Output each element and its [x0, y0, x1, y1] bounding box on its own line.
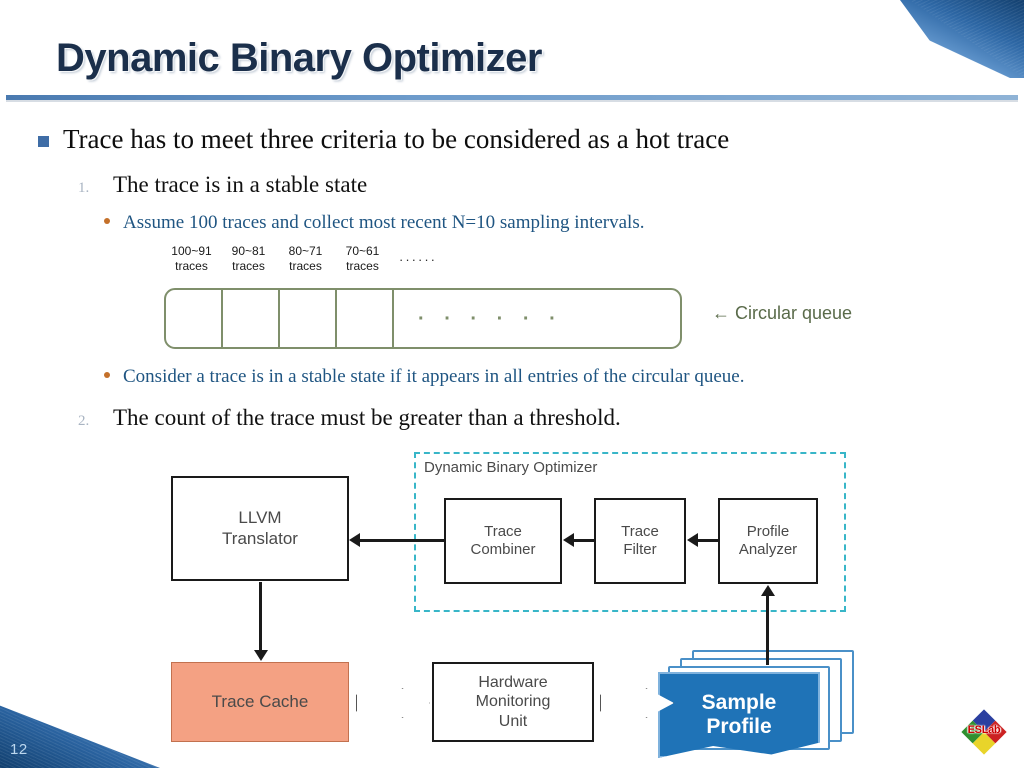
dynamic-binary-optimizer-group-label: Dynamic Binary Optimizer — [424, 459, 598, 476]
box-trace-filter-line1: Trace — [621, 523, 659, 540]
sample-profile-front: Sample Profile — [658, 672, 820, 758]
list-item-1: 1. The trace is in a stable state — [78, 172, 978, 198]
box-trace-filter: Trace Filter — [594, 498, 686, 584]
queue-label-0: 100~91 traces — [163, 244, 220, 274]
arrow-analyzer-to-filter-line — [698, 539, 720, 542]
top-right-corner-stripes — [909, 0, 1024, 78]
sub-bullet-2-label: Consider a trace is in a stable state if… — [123, 366, 745, 387]
box-trace-cache: Trace Cache — [171, 662, 349, 742]
queue-inner-ellipsis: · · · · · · — [418, 307, 563, 330]
box-llvm-translator: LLVM Translator — [171, 476, 349, 581]
arrow-analyzer-to-filter-head — [687, 533, 698, 547]
arrow-filter-to-combiner-line — [574, 539, 596, 542]
title-divider — [6, 95, 1018, 102]
sub-bullet-1: Assume 100 traces and collect most recen… — [104, 212, 1004, 234]
sample-profile-line2: Profile — [706, 715, 772, 738]
box-trace-cache-label: Trace Cache — [211, 692, 309, 711]
queue-remaining-region: · · · · · · — [394, 290, 680, 347]
bullet-main-label: Trace has to meet three criteria to be c… — [63, 124, 730, 154]
arrow-combiner-to-llvm-line — [360, 539, 446, 542]
sub-bullet-1-label: Assume 100 traces and collect most recen… — [123, 212, 645, 233]
page-number: 12 — [10, 741, 28, 758]
block-arrow-cache-to-hmu — [356, 688, 430, 718]
queue-cell-3 — [337, 290, 394, 347]
arrow-filter-to-combiner-head — [563, 533, 574, 547]
architecture-diagram: Dynamic Binary Optimizer LLVM Translator… — [0, 440, 1024, 768]
page-title: Dynamic Binary Optimizer — [56, 36, 542, 80]
list-item-1-number: 1. — [78, 180, 90, 196]
eslab-diamond-icon — [961, 709, 1007, 755]
box-sample-profile: Sample Profile — [656, 650, 856, 758]
arrow-sample-to-analyzer-head — [761, 585, 775, 596]
box-hmu-line3: Unit — [498, 712, 528, 730]
box-hmu-line2: Monitoring — [475, 693, 551, 711]
box-profile-analyzer-line1: Profile — [746, 523, 790, 540]
box-profile-analyzer: Profile Analyzer — [718, 498, 818, 584]
square-bullet-icon — [38, 136, 49, 147]
box-trace-combiner-line1: Trace — [484, 523, 522, 540]
queue-label-3: 70~61 traces — [334, 244, 391, 274]
arrow-llvm-to-cache-line — [259, 582, 262, 650]
queue-label-2: 80~71 traces — [277, 244, 334, 274]
queue-label-1: 90~81 traces — [220, 244, 277, 274]
dynamic-binary-optimizer-group — [414, 452, 846, 612]
eslab-logo-label: ESLab — [967, 724, 1001, 736]
sample-profile-line1: Sample — [701, 690, 777, 714]
sub-bullet-2: Consider a trace is in a stable state if… — [104, 366, 1004, 388]
box-trace-combiner-line2: Combiner — [470, 541, 536, 558]
box-llvm-translator-line2: Translator — [222, 528, 298, 548]
box-trace-combiner-text: Trace Combiner — [470, 523, 535, 559]
box-trace-filter-text: Trace Filter — [621, 523, 659, 559]
arrow-llvm-to-cache-head — [254, 650, 268, 661]
circular-queue-diagram: · · · · · · — [164, 288, 682, 349]
circular-queue-caption: ← Circular queue — [712, 303, 853, 323]
queue-labels: 100~91 traces 90~81 traces 80~71 traces … — [163, 244, 437, 274]
list-item-2-number: 2. — [78, 413, 90, 429]
queue-label-0-line2: traces — [175, 259, 208, 273]
box-hardware-monitoring-unit: Hardware Monitoring Unit — [432, 662, 594, 742]
list-item-2: 2. The count of the trace must be greate… — [78, 405, 978, 431]
queue-label-3-line2: traces — [346, 259, 379, 273]
queue-cell-0 — [166, 290, 223, 347]
list-item-1-label: The trace is in a stable state — [113, 172, 368, 197]
queue-cell-2 — [280, 290, 337, 347]
queue-label-1-line1: 90~81 — [231, 244, 266, 258]
top-right-corner-decoration — [900, 0, 1024, 78]
box-hmu-line1: Hardware — [478, 674, 548, 692]
sample-profile-text: Sample Profile — [702, 691, 777, 739]
queue-label-1-line2: traces — [232, 259, 265, 273]
queue-label-2-line1: 80~71 — [288, 244, 323, 258]
arrow-sample-to-analyzer-line — [766, 595, 769, 665]
queue-cell-1 — [223, 290, 280, 347]
eslab-logo: ESLab — [956, 704, 1012, 760]
box-hardware-monitoring-unit-text: Hardware Monitoring Unit — [476, 673, 551, 731]
queue-label-3-line1: 70~61 — [345, 244, 380, 258]
box-trace-combiner: Trace Combiner — [444, 498, 562, 584]
bullet-main: Trace has to meet three criteria to be c… — [38, 124, 998, 155]
arrow-combiner-to-llvm-head — [349, 533, 360, 547]
box-llvm-translator-text: LLVM Translator — [222, 508, 298, 549]
box-profile-analyzer-line2: Analyzer — [738, 541, 798, 558]
round-bullet-icon — [104, 372, 110, 378]
bottom-left-corner-decoration — [0, 688, 160, 768]
box-profile-analyzer-text: Profile Analyzer — [739, 523, 797, 559]
box-llvm-translator-line1: LLVM — [238, 508, 282, 528]
queue-label-0-line1: 100~91 — [171, 244, 212, 258]
list-item-2-label: The count of the trace must be greater t… — [113, 405, 621, 430]
queue-label-ellipsis: ······ — [399, 252, 437, 267]
round-bullet-icon — [104, 218, 110, 224]
queue-label-2-line2: traces — [289, 259, 322, 273]
box-trace-filter-line2: Filter — [623, 541, 657, 558]
